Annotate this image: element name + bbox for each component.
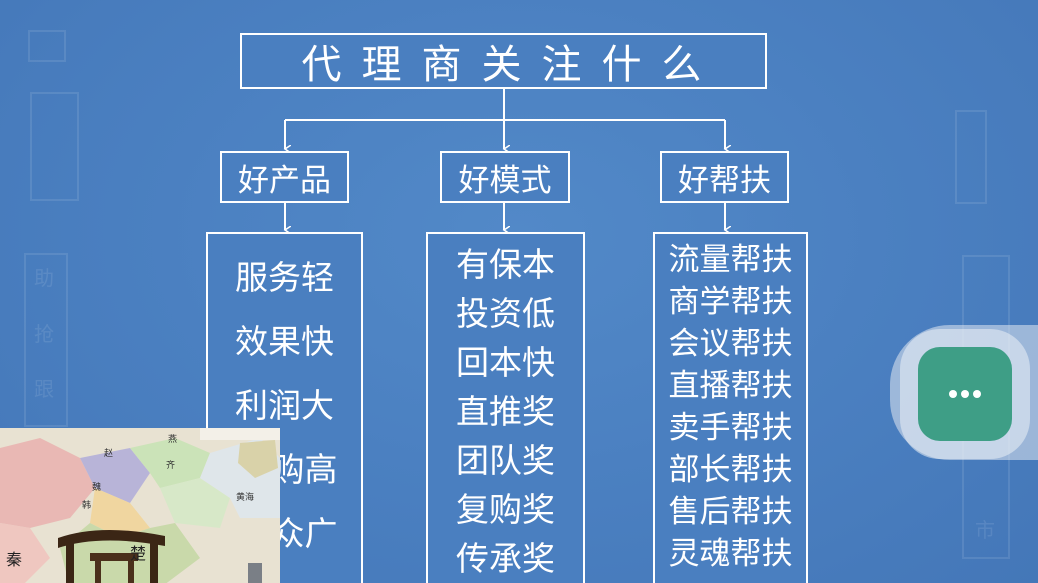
list-item: 众广 <box>271 514 338 553</box>
ghost-frame-left <box>30 92 79 201</box>
historical-map-image <box>0 428 280 583</box>
map-label-qi: 齐 <box>166 461 176 471</box>
list-item: 部长帮扶 <box>668 452 793 488</box>
list-item: 复购奖 <box>456 490 555 529</box>
map-label-qin: 秦 <box>6 550 23 569</box>
list-item: 效果快 <box>235 322 334 361</box>
list-item: 商学帮扶 <box>668 284 793 320</box>
list-item: 售后帮扶 <box>668 494 793 530</box>
map-label-yan: 燕 <box>168 435 178 445</box>
list-item: 回本快 <box>456 343 555 382</box>
list-item: 直推奖 <box>456 392 555 431</box>
ghost-text-left-1: 助 <box>34 266 54 290</box>
list-item: 利润大 <box>235 386 334 425</box>
ghost-text-left-3: 跟 <box>34 377 54 401</box>
list-item: 服务轻 <box>235 258 334 297</box>
list-item: 直播帮扶 <box>668 368 793 404</box>
category-good-model: 好模式 <box>440 151 570 203</box>
list-item: 投资低 <box>456 294 555 333</box>
list-item: 灵魂帮扶 <box>668 536 793 572</box>
ghost-frame-top-left <box>28 30 66 62</box>
list-item: 卖手帮扶 <box>668 410 793 446</box>
list-item: 传承奖 <box>456 539 555 578</box>
map-label-zhao: 赵 <box>104 449 114 459</box>
list-item: 购高 <box>271 450 338 489</box>
diagram-title: 代理商关注什么 <box>240 33 767 89</box>
more-options-button[interactable] <box>918 347 1012 441</box>
list-item: 会议帮扶 <box>668 326 793 362</box>
support-benefits-list: 流量帮扶 商学帮扶 会议帮扶 直播帮扶 卖手帮扶 部长帮扶 售后帮扶 灵魂帮扶 <box>653 232 808 583</box>
list-item: 有保本 <box>456 245 555 284</box>
category-good-support: 好帮扶 <box>660 151 789 203</box>
ghost-frame-right <box>955 110 987 204</box>
category-good-product: 好产品 <box>220 151 349 203</box>
ghost-frame-left-lower <box>24 253 68 427</box>
ghost-text-right-1: 市 <box>975 518 995 542</box>
list-item: 流量帮扶 <box>668 242 793 278</box>
model-benefits-list: 有保本 投资低 回本快 直推奖 团队奖 复购奖 传承奖 <box>426 232 585 583</box>
map-label-wei: 魏 <box>92 483 102 493</box>
list-item: 团队奖 <box>456 441 555 480</box>
map-label-han: 韩 <box>82 501 92 511</box>
more-dots-icon <box>949 390 981 398</box>
video-overlay[interactable]: 燕 赵 齐 魏 韩 楚 秦 黄海 <box>0 428 280 583</box>
map-label-chu: 楚 <box>130 544 147 563</box>
ghost-text-left-2: 抢 <box>34 322 54 346</box>
map-label-yellow-sea: 黄海 <box>236 493 255 503</box>
